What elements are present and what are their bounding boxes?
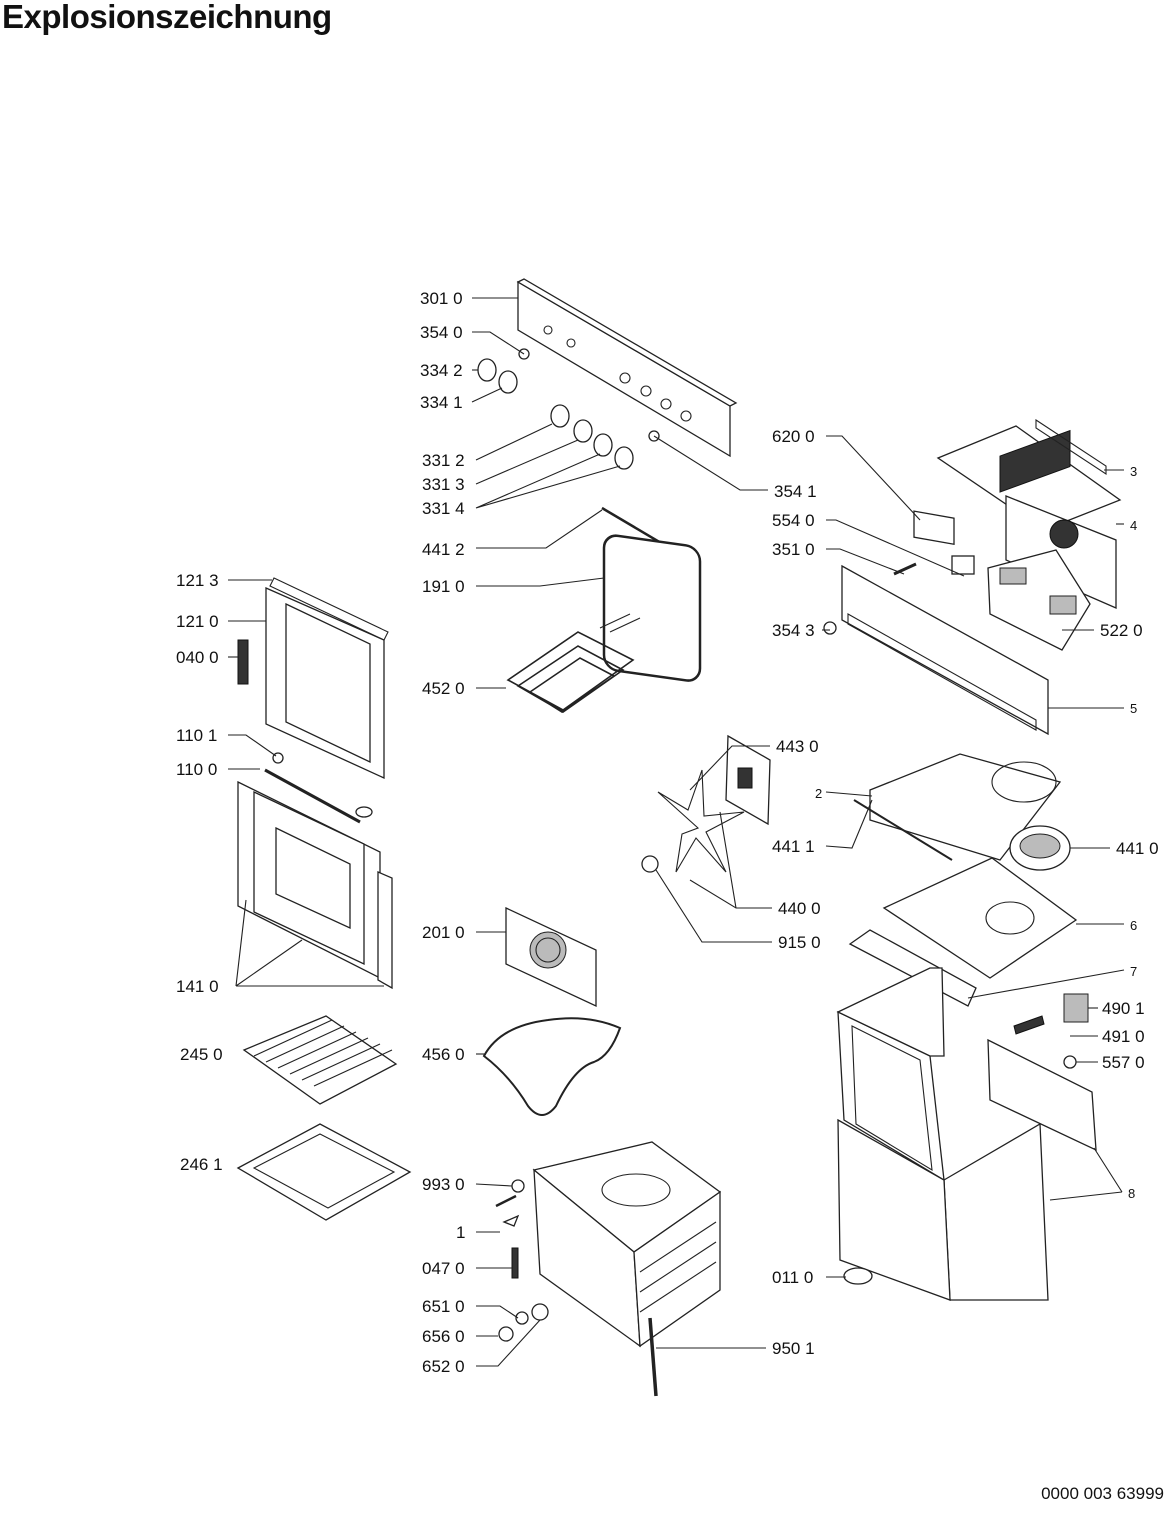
baking-tray-part (236, 1123, 412, 1221)
label-4: 4 (1130, 518, 1137, 533)
bottom-element-part (482, 1017, 622, 1116)
label-620-0: 620 0 (772, 427, 815, 446)
label-443-0: 443 0 (776, 737, 819, 756)
label-334-2: 334 2 (420, 361, 463, 380)
label-652-0: 652 0 (422, 1357, 465, 1376)
label-1: 1 (456, 1223, 465, 1242)
label-2: 2 (815, 786, 822, 801)
label-441-1: 441 1 (772, 837, 815, 856)
label-011-0: 011 0 (772, 1268, 813, 1287)
fan-cover-part (505, 906, 597, 1008)
label-121-3: 121 3 (176, 571, 219, 590)
document-number: 0000 003 63999 (1041, 1484, 1164, 1503)
label-950-1: 950 1 (772, 1339, 815, 1358)
rear-panel-part (1005, 495, 1117, 609)
cavity-small-parts (495, 1179, 658, 1397)
grill-element-part (506, 613, 641, 713)
label-301-0: 301 0 (420, 289, 463, 308)
electronic-module-part (987, 549, 1091, 651)
label-191-0: 191 0 (422, 577, 465, 596)
oven-cavity-part (532, 1141, 722, 1348)
leader-lines (228, 297, 1125, 1367)
knob-parts (477, 348, 660, 470)
label-7: 7 (1130, 964, 1137, 979)
label-3: 3 (1130, 464, 1137, 479)
label-491-0: 491 0 (1102, 1027, 1145, 1046)
page-title: Explosionszeichnung (2, 0, 332, 35)
label-8: 8 (1128, 1186, 1135, 1201)
label-331-4: 331 4 (422, 499, 465, 518)
label-331-2: 331 2 (422, 451, 465, 470)
oven-rack-part (242, 1015, 398, 1105)
bottom-plate-part (848, 857, 1078, 1007)
outer-casing-part (836, 967, 1097, 1301)
label-047-0: 047 0 (422, 1259, 465, 1278)
label-201-0: 201 0 (422, 923, 465, 942)
label-656-0: 656 0 (422, 1327, 465, 1346)
label-354-3: 354 3 (772, 621, 815, 640)
label-490-1: 490 1 (1102, 999, 1145, 1018)
label-6: 6 (1130, 918, 1137, 933)
label-331-3: 331 3 (422, 475, 465, 494)
door-glass-part (237, 752, 393, 990)
label-440-0: 440 0 (778, 899, 821, 918)
top-plate-part (853, 753, 1062, 861)
label-522-0: 522 0 (1100, 621, 1143, 640)
label-456-0: 456 0 (422, 1045, 465, 1064)
label-554-0: 554 0 (772, 511, 815, 530)
label-110-0: 110 0 (176, 760, 217, 779)
fan-motor-part (641, 734, 771, 873)
label-110-1: 110 1 (176, 726, 217, 745)
label-334-1: 334 1 (420, 393, 463, 412)
label-651-0: 651 0 (422, 1297, 465, 1316)
label-441-0: 441 0 (1116, 839, 1159, 858)
label-5: 5 (1130, 701, 1137, 716)
label-993-0: 993 0 (422, 1175, 465, 1194)
label-354-1: 354 1 (774, 482, 817, 501)
label-915-0: 915 0 (778, 933, 821, 952)
label-354-0: 354 0 (420, 323, 463, 342)
label-121-0: 121 0 (176, 612, 219, 631)
seal-parts (601, 506, 702, 682)
label-245-0: 245 0 (180, 1045, 223, 1064)
control-panel-part (516, 278, 738, 458)
label-452-0: 452 0 (422, 679, 465, 698)
label-246-1: 246 1 (180, 1155, 223, 1174)
fan-wheel-part (1009, 825, 1071, 871)
frame-profile-part (823, 510, 1049, 736)
label-557-0: 557 0 (1102, 1053, 1145, 1072)
label-141-0: 141 0 (176, 977, 219, 996)
door-inner-frame-part (237, 577, 389, 780)
label-441-2: 441 2 (422, 540, 465, 559)
foot-part (843, 1267, 873, 1285)
label-040-0: 040 0 (176, 648, 219, 667)
part-labels: 301 0 354 0 334 2 334 1 331 2 331 3 331 … (176, 289, 1159, 1376)
label-351-0: 351 0 (772, 540, 815, 559)
